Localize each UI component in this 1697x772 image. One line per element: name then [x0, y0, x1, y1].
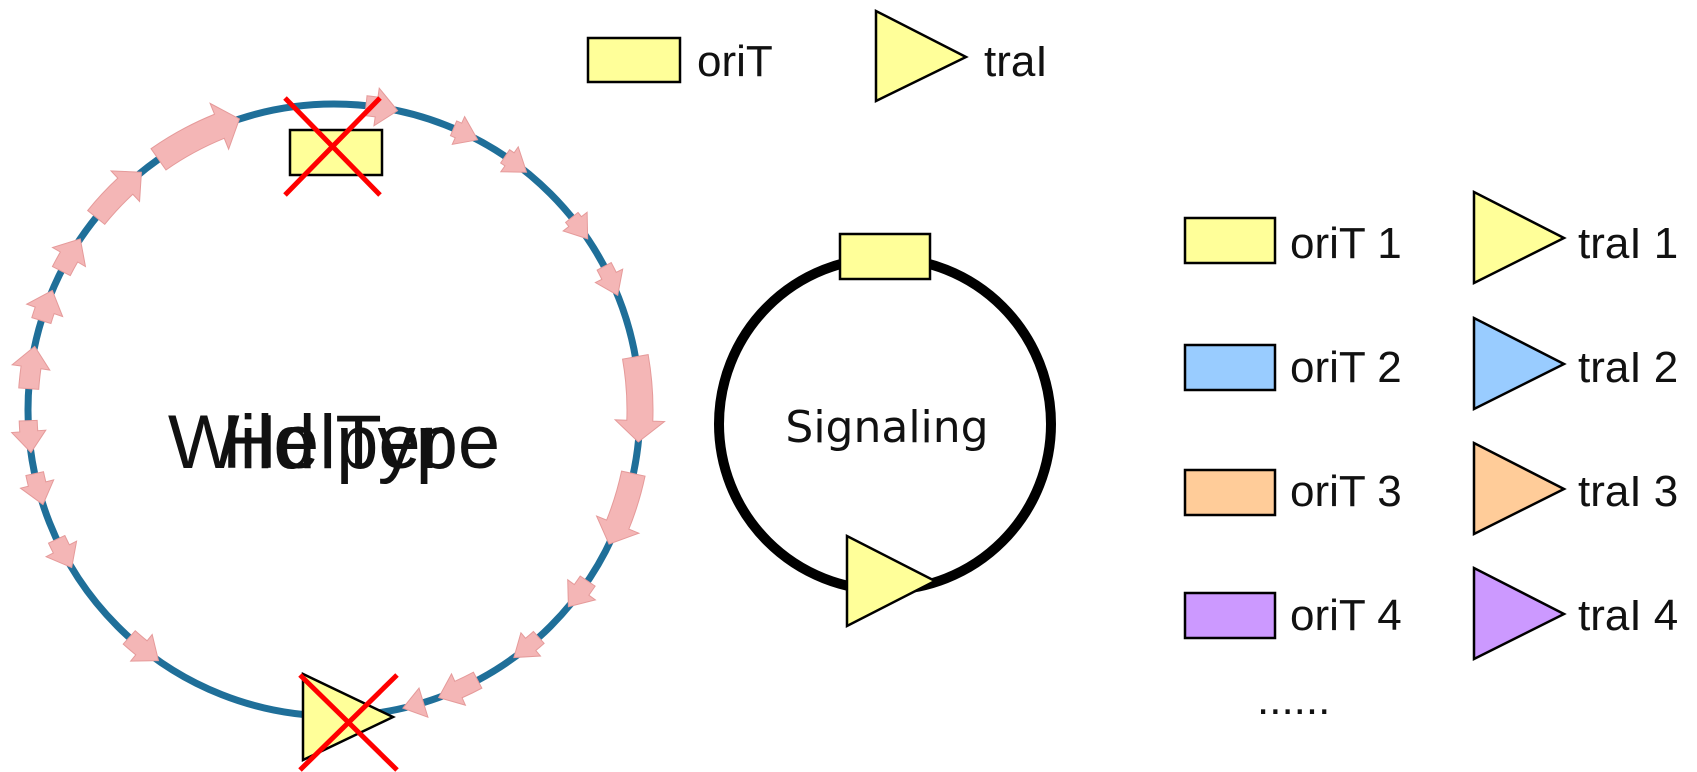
gene-arrow-icon	[449, 115, 479, 145]
gene-arrow-icon	[594, 261, 624, 297]
tral-label: traI 4	[1578, 591, 1678, 640]
tral-deletion-cross-icon	[298, 673, 399, 772]
wild-type-plasmid: Wild Type Helper	[10, 86, 666, 772]
gene-arrow-icon	[402, 687, 429, 718]
gene-arrow-icon	[86, 170, 142, 226]
gene-arrow-icon	[613, 354, 666, 443]
gene-arrow-icon	[10, 345, 51, 390]
top-legend: oriT traI	[586, 8, 1048, 104]
tral-label: traI 1	[1578, 219, 1678, 268]
orit-swatch	[1183, 216, 1277, 265]
gene-arrow-icon	[122, 630, 160, 662]
orit-label: oriT 1	[1290, 219, 1402, 268]
gene-arrow-icon	[10, 419, 47, 454]
pair-row: oriT 2 traI 2	[1183, 315, 1678, 412]
orit-swatch	[1183, 591, 1277, 640]
gene-arrow-icon	[567, 575, 597, 608]
pair-row: oriT 1 traI 1	[1183, 189, 1678, 286]
orit-deletion-cross-icon	[283, 96, 382, 197]
legend-ellipsis: ......	[1257, 675, 1330, 724]
orit-label: oriT 4	[1290, 591, 1402, 640]
gene-arrow-icon	[562, 211, 589, 240]
gene-arrow-icon	[150, 102, 241, 171]
signaling-orit-box	[838, 232, 932, 281]
tral-swatch	[1472, 440, 1567, 537]
gene-arrow-icon	[25, 289, 64, 325]
orit-label: oriT 2	[1290, 343, 1402, 392]
pair-row: oriT 4 traI 4	[1183, 565, 1678, 662]
tral-swatch	[1472, 565, 1567, 662]
gene-arrow-icon	[595, 470, 646, 545]
plasmid-genes	[10, 86, 666, 718]
gene-arrow-icon	[437, 671, 483, 706]
legend-orit-label: oriT	[697, 37, 773, 86]
tral-swatch	[1472, 315, 1567, 412]
tral-label: traI 3	[1578, 467, 1678, 516]
tral-swatch	[1472, 189, 1567, 286]
pairs-legend: oriT 1 traI 1 oriT 2 traI 2 oriT 3 traI …	[1183, 189, 1678, 724]
orit-swatch	[1183, 468, 1277, 517]
gene-arrow-icon	[51, 238, 87, 277]
pair-row: oriT 3 traI 3	[1183, 440, 1678, 537]
signaling-tral-triangle	[845, 533, 938, 629]
gene-arrow-icon	[364, 86, 399, 127]
gene-arrow-icon	[513, 630, 545, 659]
orit-label: oriT 3	[1290, 467, 1402, 516]
plasmid-label-wild-type: Wild Type	[168, 400, 500, 485]
tral-label: traI 2	[1578, 343, 1678, 392]
gene-arrow-icon	[44, 534, 78, 569]
gene-arrow-icon	[19, 471, 55, 506]
legend-tral-label: traI	[984, 37, 1048, 86]
orit-swatch	[1183, 343, 1277, 392]
plasmid-label-helper: Helper	[222, 400, 446, 485]
signaling-label: Signaling	[785, 402, 988, 453]
gene-arrow-icon	[499, 145, 528, 173]
legend-orit-box	[586, 36, 682, 84]
tral-triangle-deleted	[301, 672, 396, 762]
signaling-plasmid: Signaling	[714, 232, 1056, 629]
legend-tral-triangle	[874, 8, 969, 104]
